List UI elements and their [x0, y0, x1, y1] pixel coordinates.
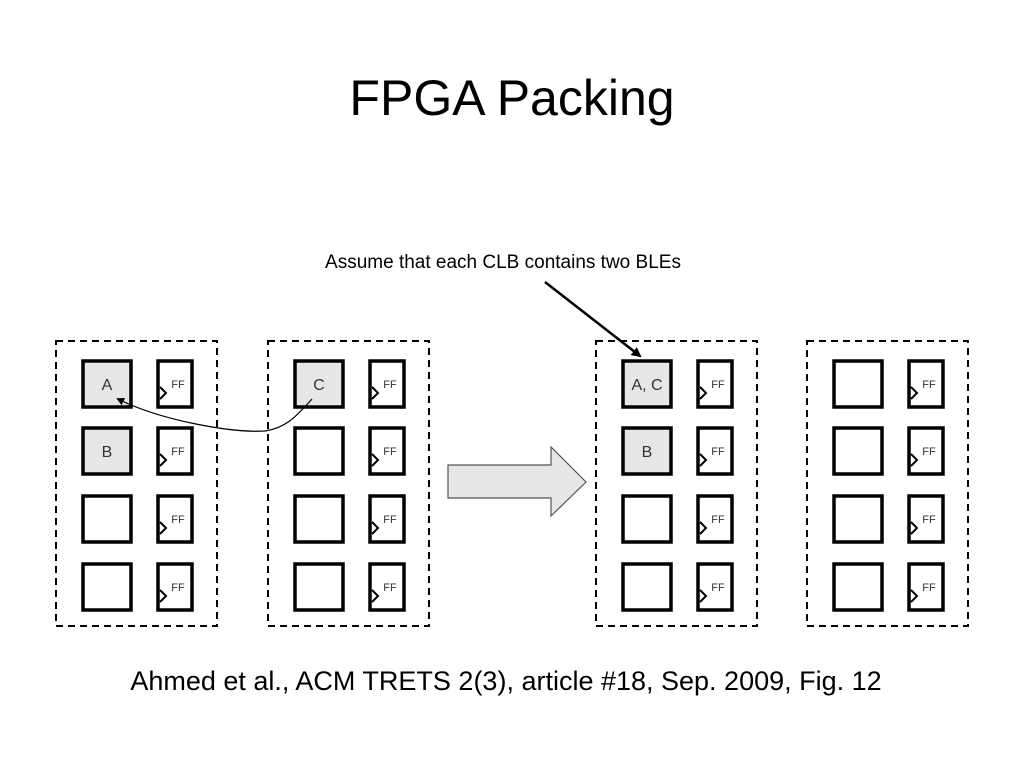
ff-label: FF: [383, 514, 397, 526]
clb-before-2: C FF FF FF FF: [267, 340, 430, 627]
ble-box: [621, 494, 673, 544]
clock-edge-icon: [910, 589, 919, 603]
ble-box: [81, 494, 133, 544]
flip-flop-box: [368, 426, 406, 476]
annotation-pointer-arrow: [544, 281, 642, 358]
flip-flop-box: [156, 359, 194, 409]
clock-edge-icon: [371, 453, 380, 467]
clock-edge-icon: [699, 386, 708, 400]
clock-edge-icon: [910, 386, 919, 400]
clock-edge-icon: [910, 453, 919, 467]
ff-label: FF: [171, 446, 185, 458]
ff-label: FF: [711, 379, 725, 391]
flip-flop-box: [368, 359, 406, 409]
ble-box: [832, 494, 884, 544]
flip-flop-box: [368, 494, 406, 544]
citation: Ahmed et al., ACM TRETS 2(3), article #1…: [130, 666, 882, 696]
flip-flop-box: [156, 426, 194, 476]
flip-flop-box: [907, 494, 945, 544]
clock-edge-icon: [910, 521, 919, 535]
ff-label: FF: [922, 514, 936, 526]
ff-label: FF: [922, 446, 936, 458]
flip-flop-box: [156, 562, 194, 612]
clb-boundary: [267, 340, 430, 627]
ff-label: FF: [171, 514, 185, 526]
clb-boundary: [595, 340, 758, 627]
flip-flop-box: [907, 426, 945, 476]
flip-flop-box: [907, 562, 945, 612]
flip-flop-box: [368, 562, 406, 612]
flip-flop-box: [907, 359, 945, 409]
ff-label: FF: [383, 379, 397, 391]
ff-label: FF: [922, 582, 936, 594]
flip-flop-box: [696, 562, 734, 612]
ble-box: [81, 562, 133, 612]
ff-label: FF: [922, 379, 936, 391]
ble-label: B: [642, 444, 653, 461]
flip-flop-box: [696, 359, 734, 409]
ble-box: [293, 494, 345, 544]
ff-label: FF: [711, 514, 725, 526]
clock-edge-icon: [699, 453, 708, 467]
packing-transition-arrow: [447, 445, 587, 518]
clb-layer: A FF B FF FF FF C FF FF FF FF A, C FF B FF FF FF FF FF FF FF: [55, 340, 969, 627]
flip-flop-box: [696, 426, 734, 476]
ble-label: A: [102, 377, 113, 394]
clock-edge-icon: [159, 386, 168, 400]
clock-edge-icon: [371, 521, 380, 535]
ble-box: [832, 562, 884, 612]
clock-edge-icon: [159, 521, 168, 535]
clock-edge-icon: [699, 589, 708, 603]
ble-box: [621, 562, 673, 612]
ble-label: B: [102, 444, 113, 461]
clock-edge-icon: [699, 521, 708, 535]
ff-label: FF: [383, 446, 397, 458]
flip-flop-box: [696, 494, 734, 544]
clock-edge-icon: [159, 589, 168, 603]
flip-flop-box: [156, 494, 194, 544]
ble-box: [621, 426, 673, 476]
clock-edge-icon: [159, 453, 168, 467]
ble-label: A, C: [631, 377, 662, 394]
ble-box: [293, 359, 345, 409]
ble-box: [81, 426, 133, 476]
ble-box: [293, 562, 345, 612]
slide-title: FPGA Packing: [349, 70, 675, 126]
ble-box: [832, 426, 884, 476]
clb-after-1: A, C FF B FF FF FF: [595, 340, 758, 627]
ble-box: [621, 359, 673, 409]
ff-label: FF: [711, 446, 725, 458]
clb-after-2: FF FF FF FF: [806, 340, 969, 627]
clb-boundary: [55, 340, 218, 627]
ble-box: [832, 359, 884, 409]
ff-label: FF: [171, 379, 185, 391]
ble-box: [293, 426, 345, 476]
clock-edge-icon: [371, 589, 380, 603]
ff-label: FF: [171, 582, 185, 594]
clb-before-1: A FF B FF FF FF: [55, 340, 218, 627]
move-c-to-a-arrow: [116, 398, 313, 432]
clb-boundary: [806, 340, 969, 627]
ff-label: FF: [383, 582, 397, 594]
clock-edge-icon: [371, 386, 380, 400]
annotation-text: Assume that each CLB contains two BLEs: [325, 252, 681, 273]
ble-label: C: [313, 377, 325, 394]
ff-label: FF: [711, 582, 725, 594]
